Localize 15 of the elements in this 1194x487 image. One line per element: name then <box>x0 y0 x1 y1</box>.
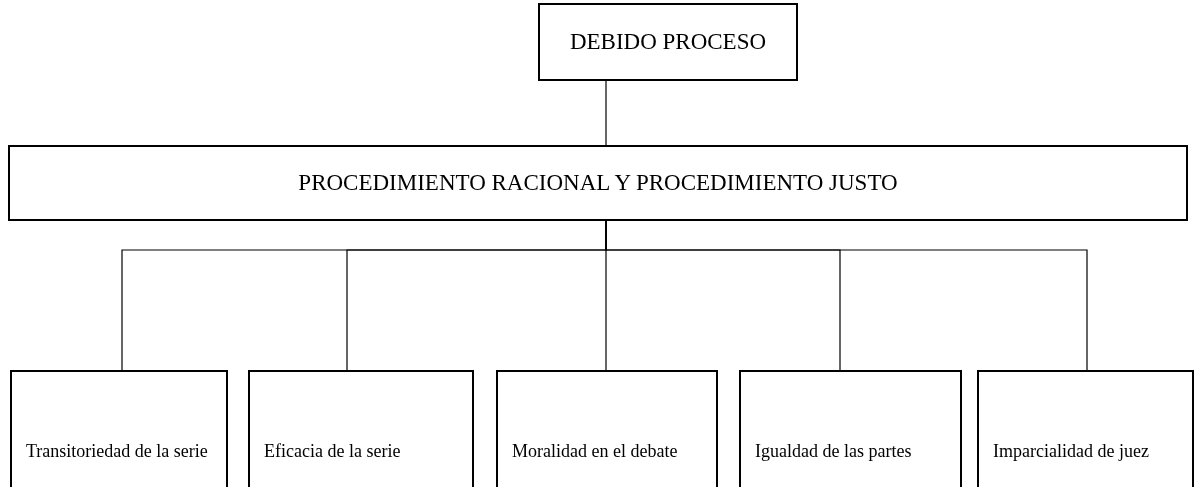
process-box <box>10 370 228 487</box>
process-box <box>977 370 1194 487</box>
box-label: Imparcialidad de juez <box>993 440 1149 463</box>
process-box <box>739 370 962 487</box>
connector-line <box>605 80 607 146</box>
box-label: PROCEDIMIENTO RACIONAL Y PROCEDIMIENTO JUSTO <box>298 170 898 196</box>
box-label: Eficacia de la serie <box>264 440 401 463</box>
process-box <box>538 3 798 81</box>
process-box <box>248 370 474 487</box>
process-box <box>496 370 718 487</box>
process-box <box>8 145 1188 221</box>
box-label: Moralidad en el debate <box>512 440 678 463</box>
box-label: Transitoriedad de la serie <box>26 440 208 463</box>
box-label: Igualdad de las partes <box>755 440 912 463</box>
box-label: DEBIDO PROCESO <box>569 29 767 55</box>
